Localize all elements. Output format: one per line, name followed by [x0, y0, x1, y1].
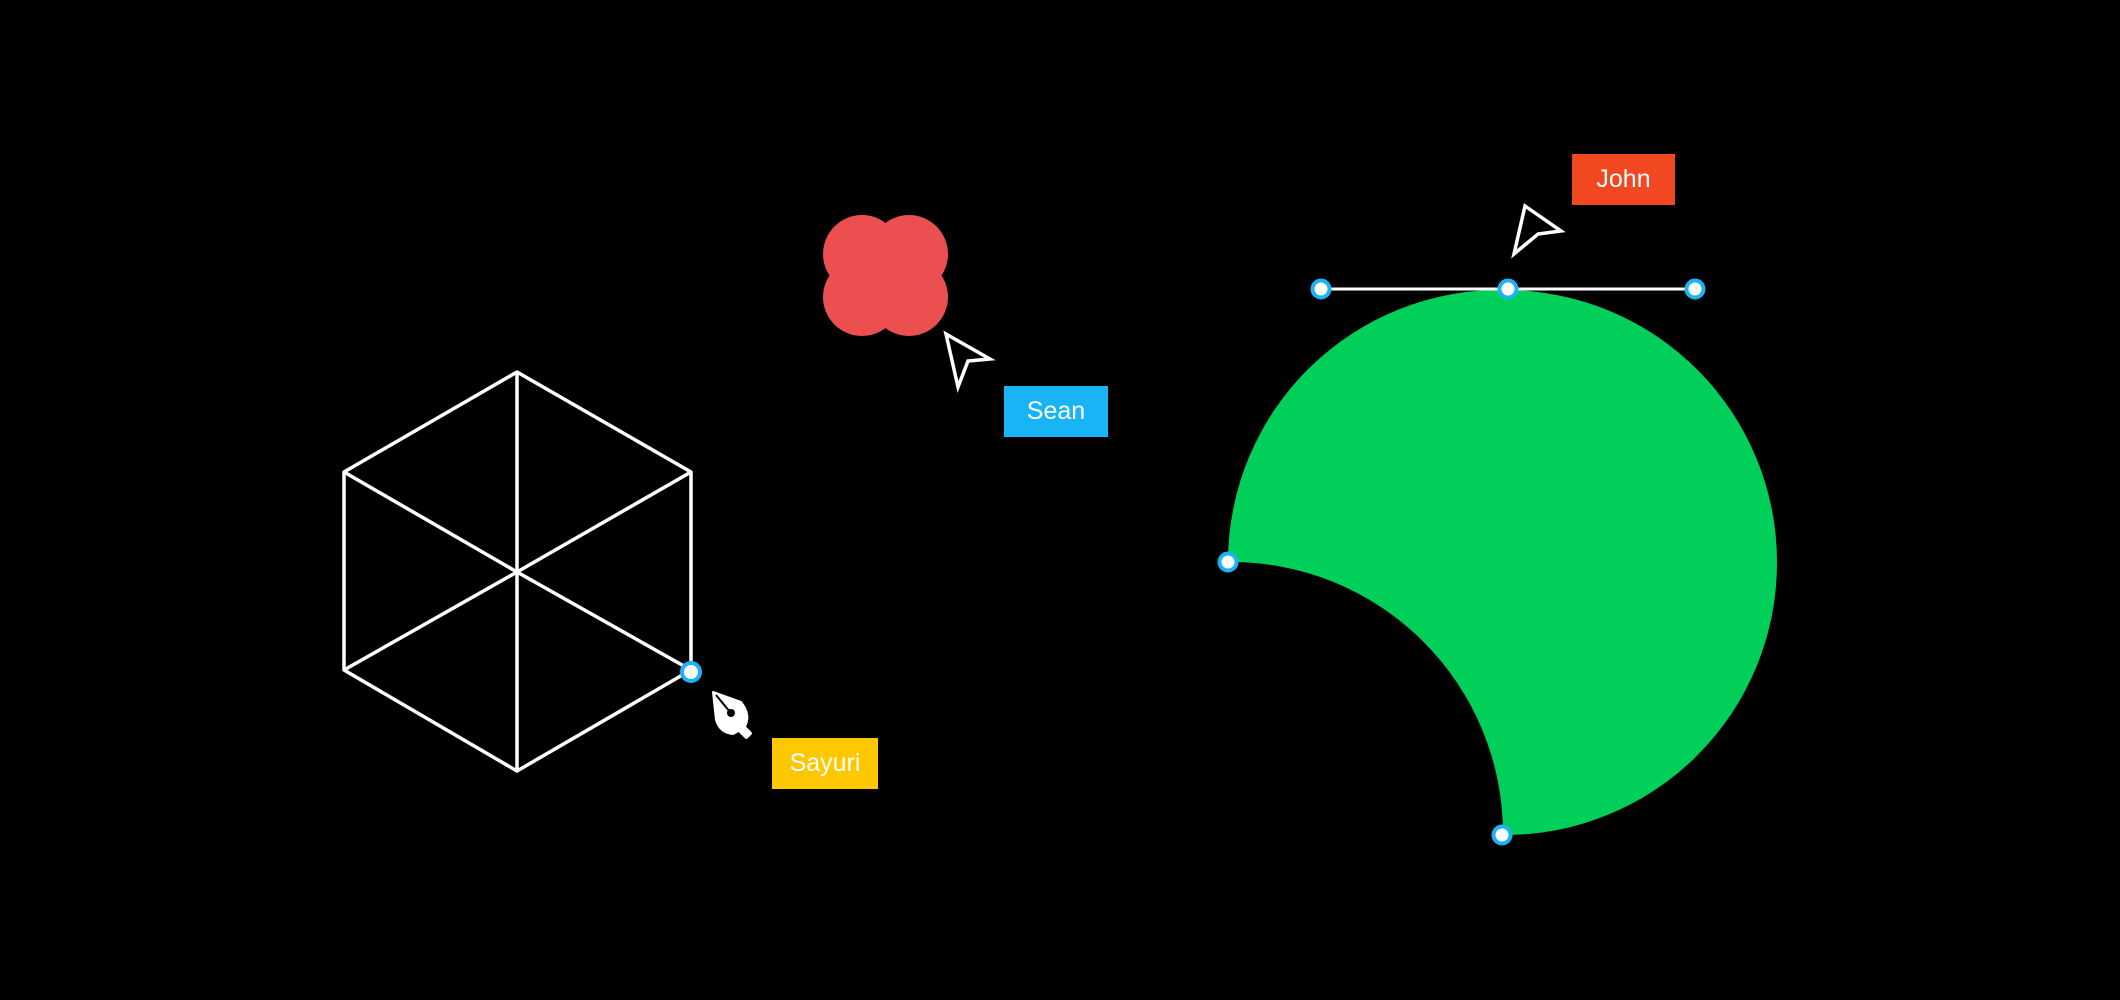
handle-anchor-left[interactable]	[1310, 278, 1332, 300]
cube-edge-right	[516, 470, 692, 574]
collaborator-name-sean: Sean	[1026, 397, 1086, 425]
sean-arrow-cursor-icon	[943, 330, 996, 394]
collaborator-name-sayuri: Sayuri	[789, 749, 861, 777]
collaborator-name-tag-sayuri: Sayuri	[772, 738, 878, 789]
green-bezier-shape[interactable]	[1228, 289, 1778, 836]
handle-anchor-center[interactable]	[1497, 278, 1519, 300]
collaborator-name-tag-john: John	[1572, 154, 1675, 205]
john-arrow-cursor-icon	[1511, 203, 1566, 259]
cube-edge-lower-right	[516, 570, 692, 672]
handle-anchor-right[interactable]	[1684, 278, 1706, 300]
cube-wireframe-shape[interactable]	[342, 370, 693, 773]
collaborator-name-tag-sean: Sean	[1004, 386, 1108, 437]
clover-center	[862, 254, 909, 297]
sayuri-pen-tool-icon	[712, 691, 752, 739]
cube-anchor-point[interactable]	[680, 661, 702, 683]
cube-edge-left	[343, 470, 518, 574]
clover-shape[interactable]	[823, 215, 948, 336]
shape-anchor-left[interactable]	[1217, 551, 1239, 573]
collaborator-name-john: John	[1596, 165, 1651, 193]
shape-anchor-bottom[interactable]	[1491, 824, 1513, 846]
cube-edge-lower-left	[343, 570, 518, 672]
